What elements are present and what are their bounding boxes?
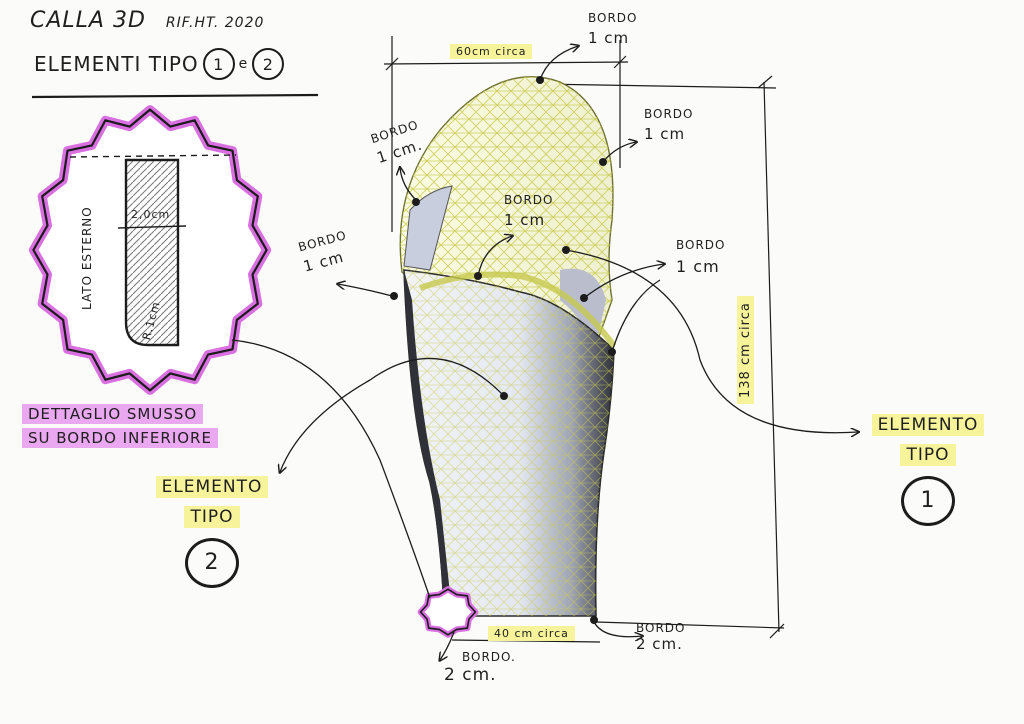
title-number-2: 2: [252, 48, 285, 80]
element-1-line1: ELEMENTO: [871, 414, 985, 436]
element-2-label: ELEMENTO TIPO 2: [144, 472, 280, 588]
title-elements-label: ELEMENTI TIPO: [34, 52, 199, 76]
title-name: CALLA 3D: [30, 8, 146, 33]
bordo-label-upper-right: BORDO 1 cm: [644, 104, 694, 144]
detail-side-label: LATO ESTERNO: [80, 206, 94, 310]
bordo-value: 2 cm.: [444, 665, 497, 685]
dimension-lines: [383, 36, 785, 643]
bordo-word: BORDO: [504, 193, 554, 207]
title-number-1: 1: [202, 48, 235, 80]
detail-thickness: 2,0cm: [131, 208, 171, 221]
bordo-word: BORDO.: [462, 650, 516, 664]
bordo-label-center: BORDO 1 cm: [504, 190, 554, 230]
bordo-word: BORDO: [636, 621, 686, 635]
bordo-value: 1 cm: [676, 257, 720, 276]
bordo-word: BORDO: [676, 238, 726, 252]
bordo-label-right: BORDO 1 cm: [676, 234, 726, 278]
bordo-label-bottom-right: BORDO 2 cm.: [636, 620, 686, 652]
bordo-label-bottom-left: BORDO. 2 cm.: [444, 648, 516, 684]
detail-caption: DETTAGLIO SMUSSO SU BORDO INFERIORE: [22, 402, 218, 450]
detail-caption-line2: SU BORDO INFERIORE: [22, 428, 218, 448]
bevel-section: [124, 158, 180, 347]
title-elements: ELEMENTI TIPO 1 e 2: [34, 48, 285, 80]
leader-dots: [390, 76, 616, 624]
bordo-label-top: BORDO 1 cm: [588, 8, 638, 48]
element-2-line2: TIPO: [184, 506, 240, 528]
bordo-value: 1 cm: [588, 29, 630, 47]
element-1-label: ELEMENTO TIPO 1: [860, 410, 996, 526]
detail-badge: [28, 105, 272, 395]
detail-caption-line1: DETTAGLIO SMUSSO: [22, 404, 204, 424]
element-1-line2: TIPO: [900, 444, 956, 466]
title-connector: e: [238, 56, 249, 72]
bordo-word: BORDO: [588, 11, 638, 25]
element-2-number: 2: [185, 538, 239, 588]
bordo-value: 1 cm: [644, 125, 686, 143]
dim-height: 138 cm circa: [737, 296, 754, 404]
title-ref: RIF.HT. 2020: [165, 15, 265, 31]
element-2-line1: ELEMENTO: [155, 476, 269, 498]
title-underline: [31, 93, 319, 99]
title-main: CALLA 3D RIF.HT. 2020: [30, 8, 264, 33]
bordo-value: 2 cm.: [636, 635, 683, 653]
element-1-number: 1: [901, 476, 955, 526]
dim-top-width: 60cm circa: [450, 44, 533, 59]
calla-3d-model: [399, 76, 617, 638]
bordo-value: 1 cm: [504, 211, 546, 229]
dim-bottom-width: 40 cm circa: [488, 626, 575, 641]
bordo-word: BORDO: [644, 107, 694, 121]
